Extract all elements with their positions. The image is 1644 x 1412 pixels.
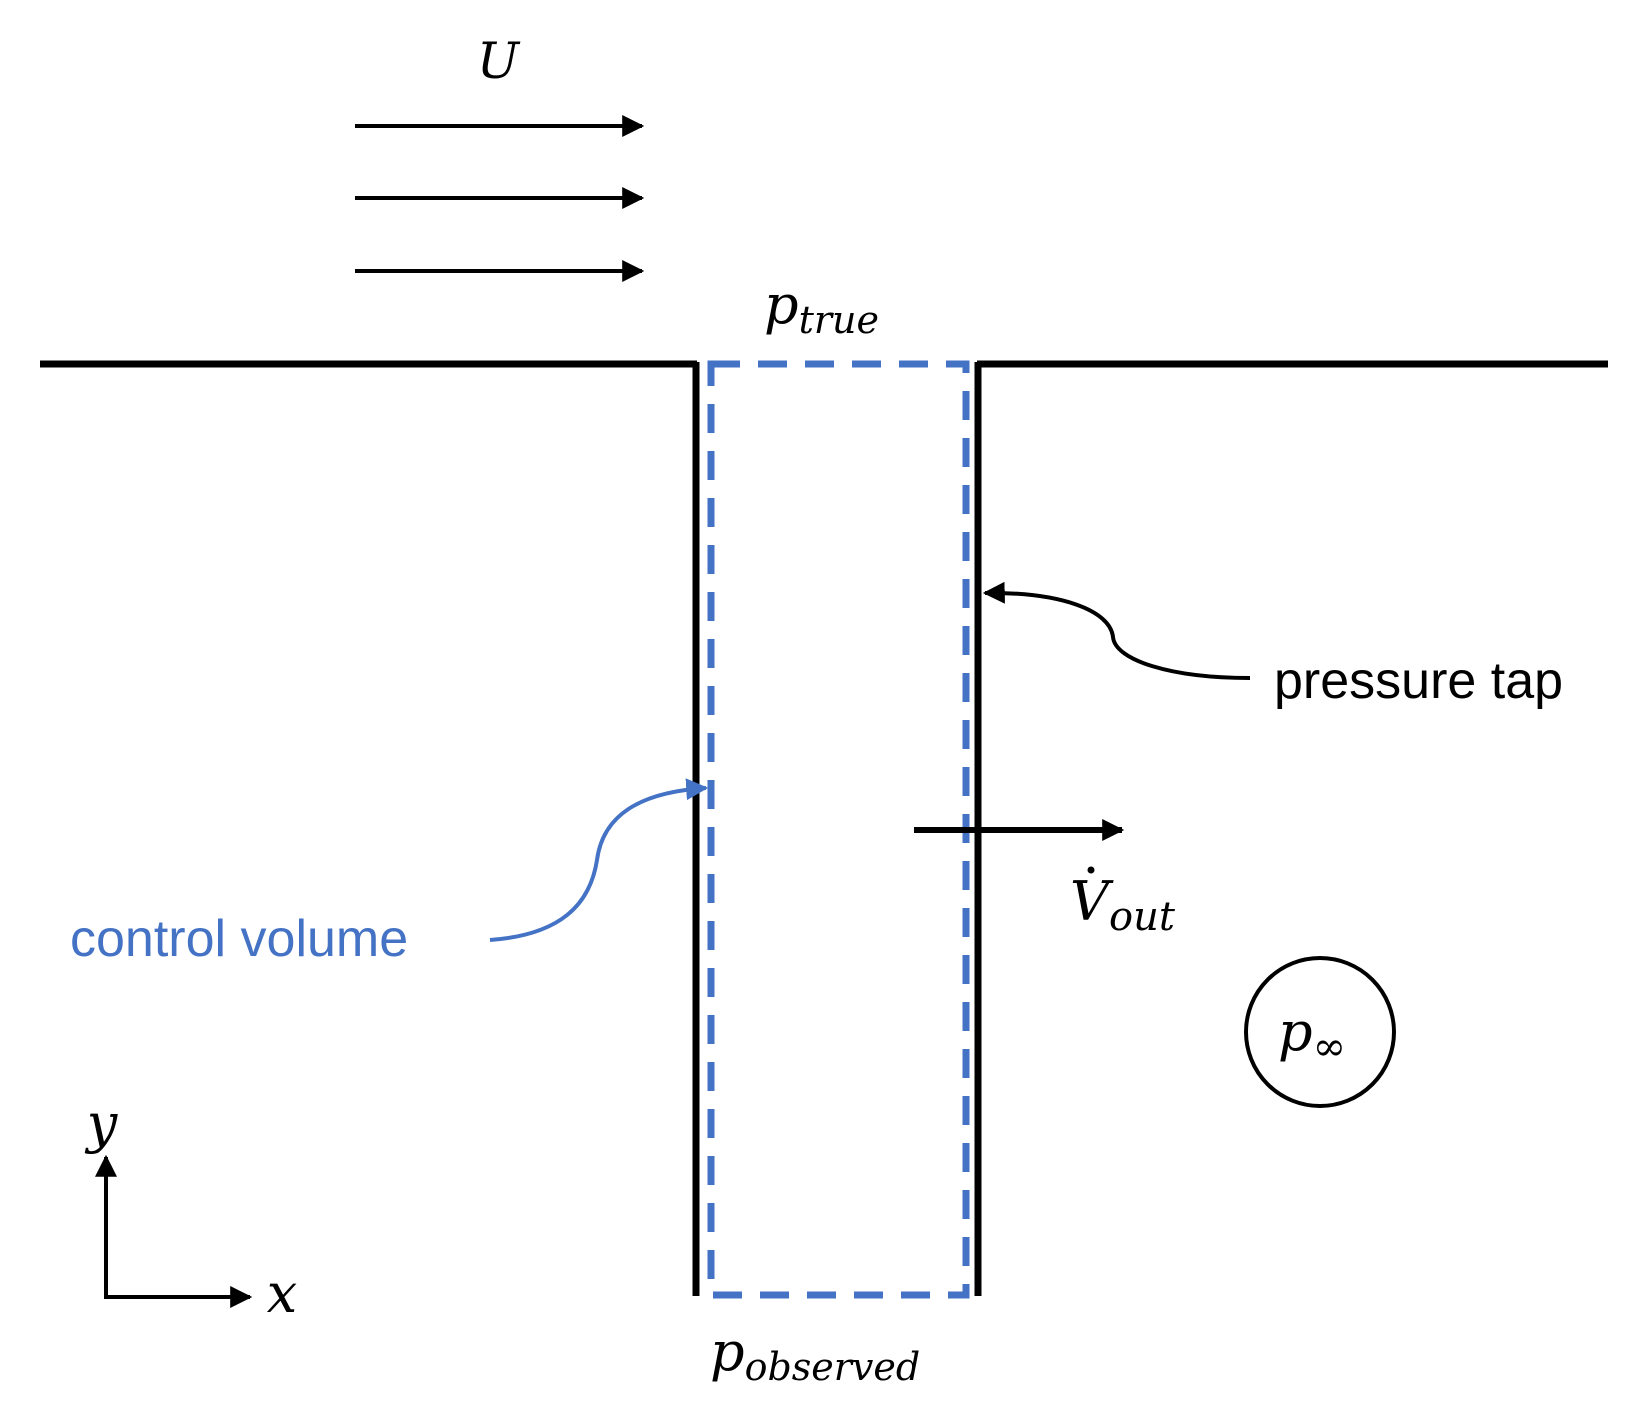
- pressure-tap-label: pressure tap: [1274, 652, 1563, 710]
- freestream-arrows: [355, 115, 645, 282]
- p-inf-label: p∞: [1278, 1000, 1346, 1070]
- freestream-label: U: [477, 32, 521, 90]
- p-inf-circle: [1244, 956, 1396, 1108]
- p-true-label: ptrue: [764, 273, 879, 342]
- control-volume-leader: [489, 778, 709, 942]
- v-out-label: Vout: [1070, 870, 1176, 940]
- x-axis-label: x: [267, 1262, 297, 1325]
- p-true-subscript: true: [799, 298, 879, 342]
- p-inf-base: p: [1278, 1000, 1313, 1063]
- control-volume-label: control volume: [70, 910, 408, 968]
- p-observed-base: p: [710, 1320, 745, 1383]
- pressure-tap-leader: [982, 581, 1251, 680]
- v-out-base: V: [1070, 870, 1114, 933]
- coordinate-axes: [95, 1154, 253, 1308]
- p-inf-subscript: ∞: [1313, 1024, 1346, 1070]
- p-true-base: p: [764, 273, 799, 336]
- v-out-dot: [1087, 866, 1095, 874]
- p-observed-label: pobserved: [710, 1320, 920, 1389]
- v-out-subscript: out: [1109, 894, 1176, 940]
- p-observed-subscript: observed: [745, 1345, 921, 1389]
- y-axis-label: y: [85, 1092, 119, 1155]
